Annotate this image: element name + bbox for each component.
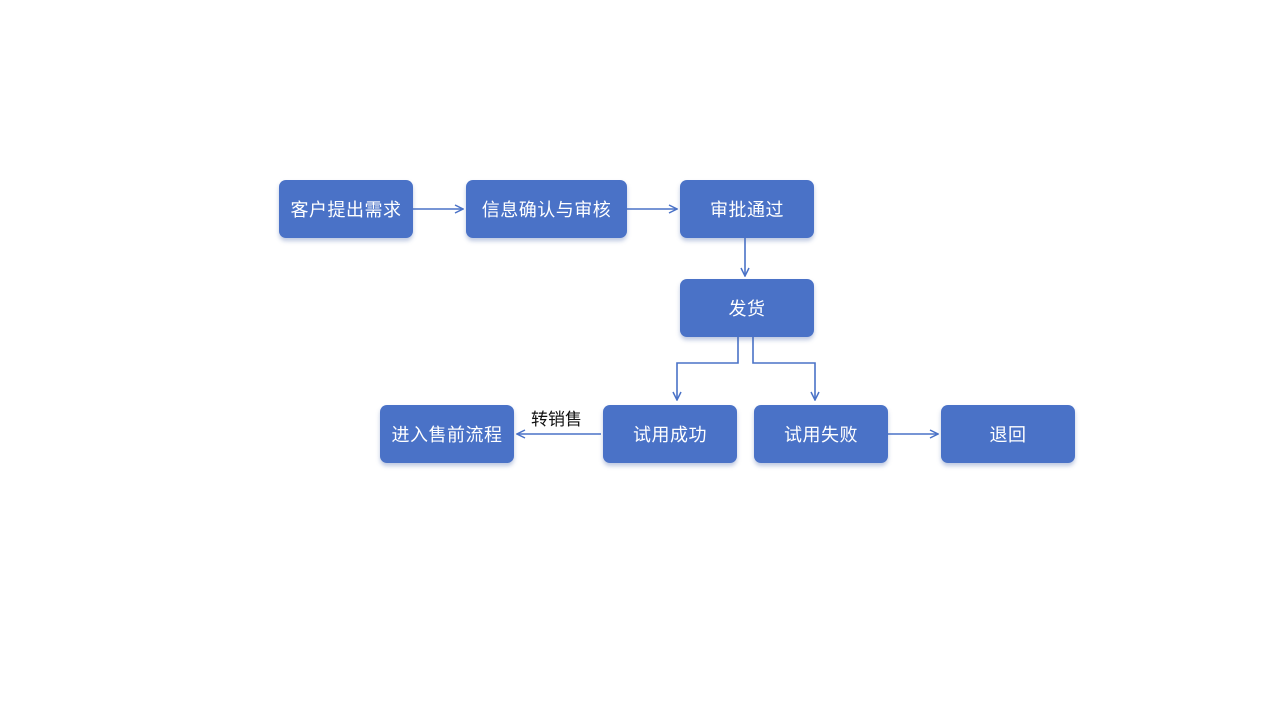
node-info-confirm-review: 信息确认与审核 [466,180,627,238]
node-customer-request: 客户提出需求 [279,180,413,238]
node-presales: 进入售前流程 [380,405,514,463]
node-return: 退回 [941,405,1075,463]
node-trial-failure: 试用失败 [754,405,888,463]
node-trial-success: 试用成功 [603,405,737,463]
node-approval-passed: 审批通过 [680,180,814,238]
edge-label-to-sales: 转销售 [531,410,582,430]
arrow-ship-to-failure [752,337,815,400]
arrow-ship-to-success [677,337,739,400]
node-ship: 发货 [680,279,814,337]
